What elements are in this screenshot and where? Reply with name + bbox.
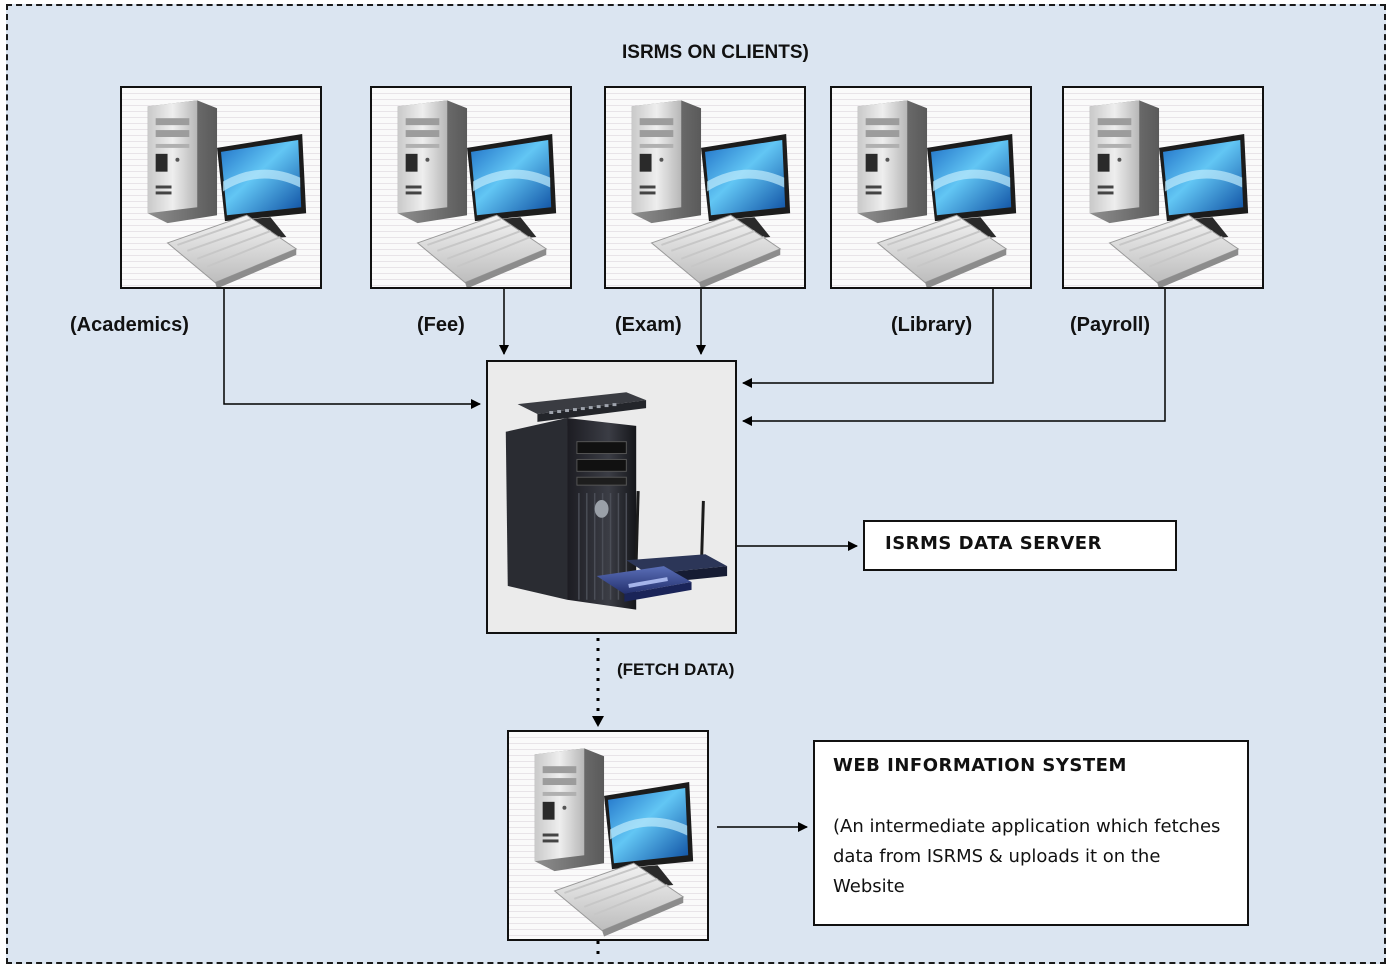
- web-information-system-description: (An intermediate application which fetch…: [833, 816, 1221, 897]
- data-server-label-box: ISRMS DATA SERVER: [863, 520, 1177, 571]
- client-computer-exam: [604, 86, 806, 289]
- web-information-system-title: WEB INFORMATION SYSTEM: [833, 755, 1127, 776]
- connector-academics-to-server: [223, 289, 481, 409]
- client-computer-fee: [370, 86, 572, 289]
- web-information-system-box: WEB INFORMATION SYSTEM (An intermediate …: [813, 740, 1249, 926]
- web-information-system-computer: [507, 730, 709, 941]
- data-server-node: [486, 360, 737, 634]
- server-tower-router-icon: [505, 392, 728, 610]
- client-computer-academics: [120, 86, 322, 289]
- client-label-payroll: (Payroll): [1070, 314, 1151, 336]
- fetch-data-arrowhead: [592, 716, 604, 727]
- fetch-data-label: (FETCH DATA): [617, 660, 735, 679]
- client-label-fee: (Fee): [417, 314, 465, 336]
- client-label-academics: (Academics): [70, 314, 189, 336]
- data-server-label: ISRMS DATA SERVER: [885, 533, 1102, 554]
- connector-library-to-server: [742, 289, 994, 388]
- client-label-exam: (Exam): [615, 314, 682, 336]
- client-computer-payroll: [1062, 86, 1264, 289]
- connector-payroll-to-server: [742, 289, 1166, 426]
- diagram-title: ISRMS ON CLIENTS): [622, 42, 809, 63]
- client-computer-library: [830, 86, 1032, 289]
- client-label-library: (Library): [891, 314, 973, 336]
